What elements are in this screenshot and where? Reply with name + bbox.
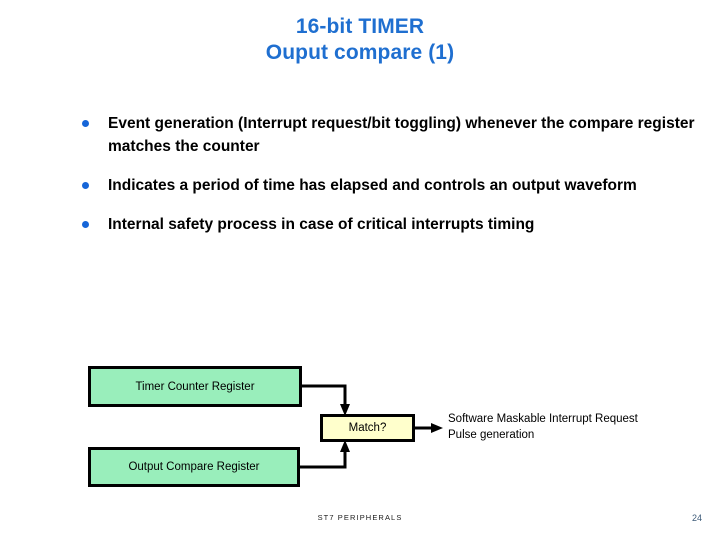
bullet-text-2: Indicates a period of time has elapsed a… [108, 177, 637, 194]
title-line-2: Ouput compare (1) [265, 41, 455, 64]
bullet-dot-icon [82, 221, 89, 228]
title-line-1: 16-bit TIMER [295, 15, 425, 38]
diagram-box-match: Match? [320, 414, 415, 442]
diagram-note-line-1: Software Maskable Interrupt Request [448, 413, 638, 425]
diagram-note-line-2: Pulse generation [448, 429, 535, 441]
diagram-box-label: Output Compare Register [128, 461, 260, 473]
bullet-list: Event generation (Interrupt request/bit … [78, 112, 702, 252]
footer-label: ST7 PERIPHERALS [317, 513, 403, 522]
diagram-box-label: Match? [348, 422, 387, 434]
bullet-text-1: Event generation (Interrupt request/bit … [108, 115, 695, 155]
diagram-note: Software Maskable Interrupt Request Puls… [448, 411, 698, 443]
list-item: Indicates a period of time has elapsed a… [78, 174, 702, 197]
list-item: Event generation (Interrupt request/bit … [78, 112, 702, 158]
page-number: 24 [691, 513, 702, 523]
slide-title: 16-bit TIMER Ouput compare (1) [0, 14, 720, 66]
diagram-box-output-compare-register: Output Compare Register [88, 447, 300, 487]
list-item: Internal safety process in case of criti… [78, 213, 702, 236]
diagram-box-timer-counter-register: Timer Counter Register [88, 366, 302, 407]
bullet-dot-icon [82, 182, 89, 189]
diagram-box-label: Timer Counter Register [135, 380, 255, 393]
bullet-text-3: Internal safety process in case of criti… [108, 216, 535, 233]
bullet-dot-icon [82, 120, 89, 127]
